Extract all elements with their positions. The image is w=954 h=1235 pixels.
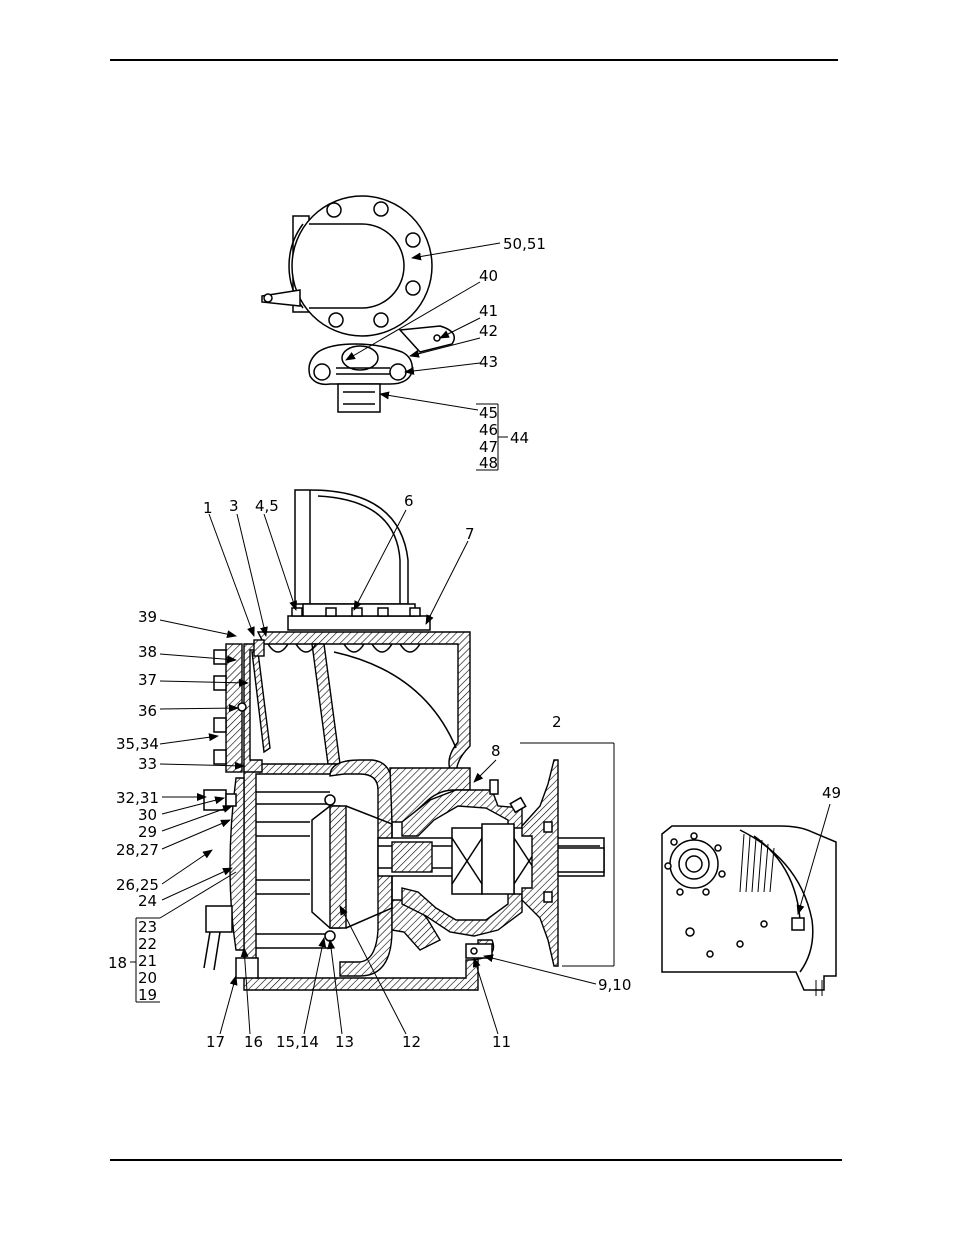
callout-22: 22 xyxy=(138,935,157,953)
callout-36: 36 xyxy=(138,702,157,720)
callout-41: 41 xyxy=(479,302,498,320)
callout-20: 20 xyxy=(138,969,157,987)
callout-28-27: 28,27 xyxy=(116,841,159,859)
callout-50-51: 50,51 xyxy=(503,235,546,253)
callout-30: 30 xyxy=(138,806,157,824)
callout-23: 23 xyxy=(138,918,157,936)
callout-7: 7 xyxy=(465,525,475,543)
callout-13: 13 xyxy=(335,1033,354,1051)
callout-15-14: 15,14 xyxy=(276,1033,319,1051)
callout-44: 44 xyxy=(510,429,529,447)
callout-24: 24 xyxy=(138,892,157,910)
callout-32-31: 32,31 xyxy=(116,789,159,807)
callout-29: 29 xyxy=(138,823,157,841)
callout-48: 48 xyxy=(479,454,498,472)
callout-45: 45 xyxy=(479,404,498,422)
callout-8: 8 xyxy=(491,742,501,760)
callout-39: 39 xyxy=(138,608,157,626)
top-callout-labels: 50,51 40 41 42 43 45 46 47 48 44 xyxy=(479,235,546,472)
callout-42: 42 xyxy=(479,322,498,340)
callout-43: 43 xyxy=(479,353,498,371)
callout-37: 37 xyxy=(138,671,157,689)
callout-46: 46 xyxy=(479,421,498,439)
callout-1: 1 xyxy=(203,499,213,517)
callout-38: 38 xyxy=(138,643,157,661)
callout-19: 19 xyxy=(138,986,157,1004)
main-section-view xyxy=(204,490,604,990)
callout-9-10: 9,10 xyxy=(598,976,631,994)
callout-4-5: 4,5 xyxy=(255,497,279,515)
callout-40: 40 xyxy=(479,267,498,285)
callout-33: 33 xyxy=(138,755,157,773)
side-view xyxy=(662,804,836,996)
casing-bumps xyxy=(268,644,420,652)
callout-21: 21 xyxy=(138,952,157,970)
callout-12: 12 xyxy=(402,1033,421,1051)
callout-11: 11 xyxy=(492,1033,511,1051)
callout-49: 49 xyxy=(822,784,841,802)
callout-17: 17 xyxy=(206,1033,225,1051)
callout-16: 16 xyxy=(244,1033,263,1051)
top-view-flange xyxy=(262,196,432,336)
callout-2: 2 xyxy=(552,713,562,731)
callout-6: 6 xyxy=(404,492,414,510)
callout-35-34: 35,34 xyxy=(116,735,159,753)
callout-18: 18 xyxy=(108,954,127,972)
callout-3: 3 xyxy=(229,497,239,515)
